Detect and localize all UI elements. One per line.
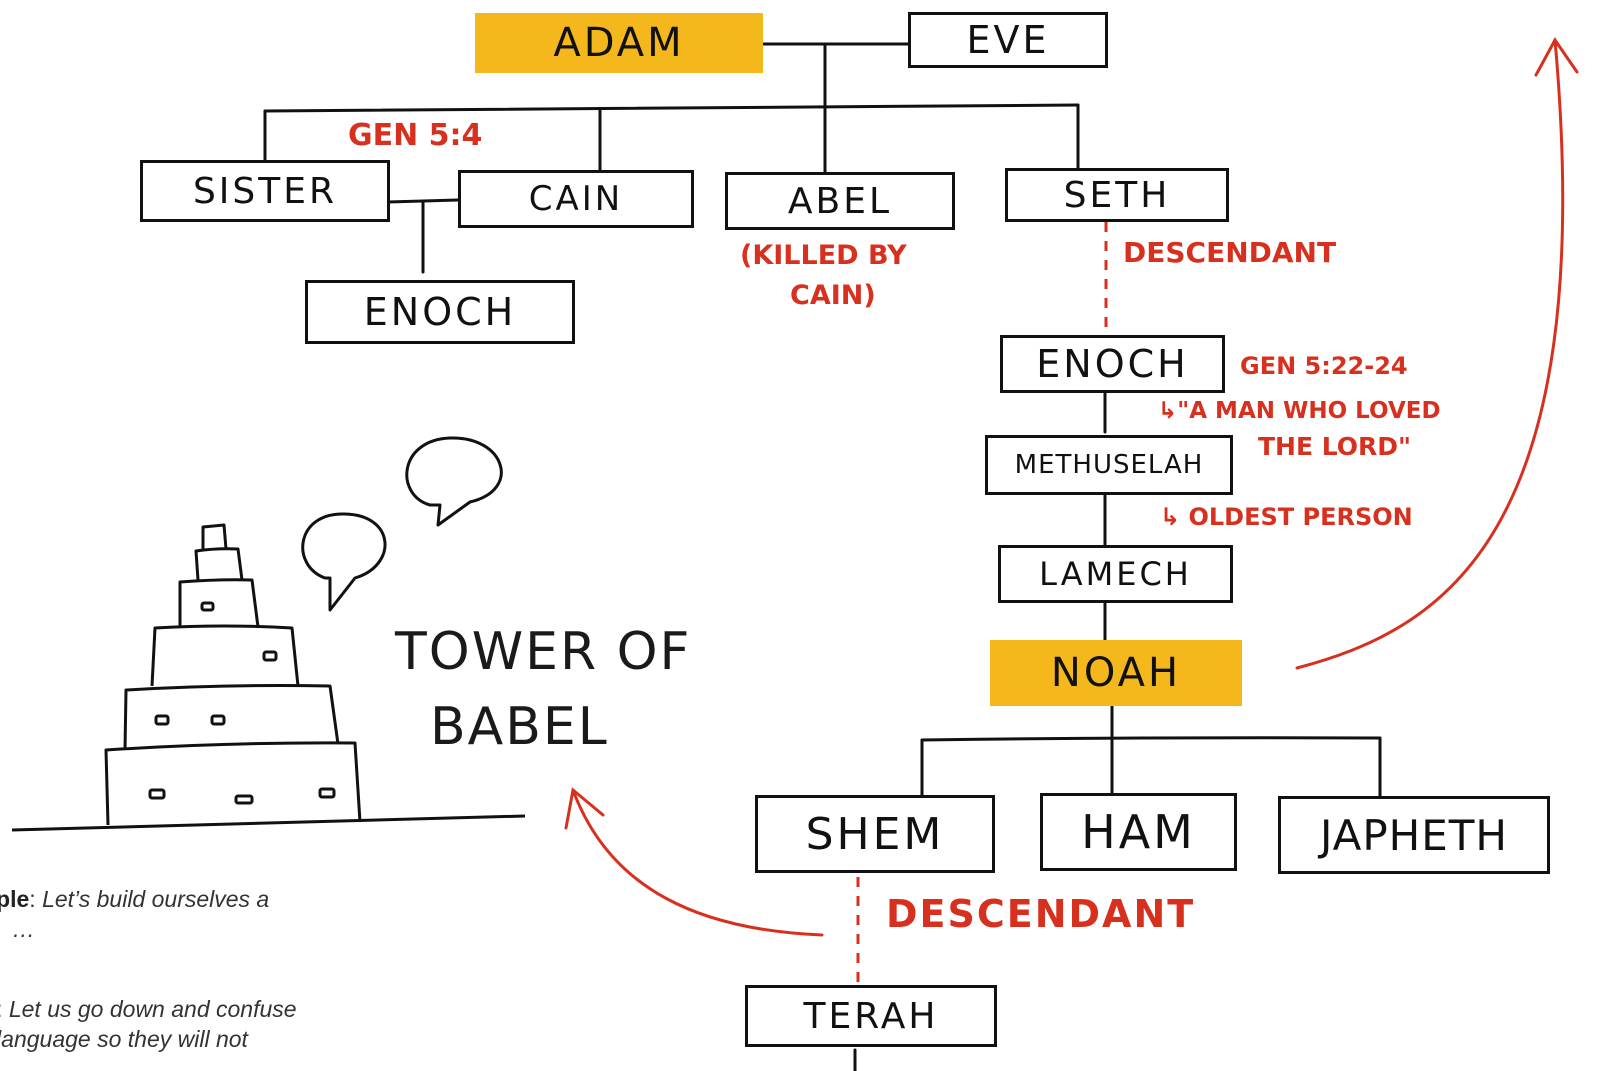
speech-bubble-icon	[405, 436, 503, 527]
annotation-descendant-shem: DESCENDANT	[886, 892, 1196, 936]
node-abel: ABEL	[725, 172, 955, 230]
node-sister: SISTER	[140, 160, 390, 222]
annotation-enoch-note-line1: ↳"A MAN WHO LOVED	[1158, 398, 1441, 424]
node-enoch-seth: ENOCH	[1000, 335, 1225, 393]
tower-label-line1: TOWER OF	[395, 622, 692, 682]
node-methuselah: METHUSELAH	[985, 435, 1233, 495]
dialogue-god-quote-line1: Let us go down and confuse	[8, 996, 297, 1022]
node-lamech: LAMECH	[998, 545, 1233, 603]
node-japheth: JAPHETH	[1278, 796, 1550, 874]
adam-children-bar	[263, 103, 1080, 113]
annotation-abel-killed-line2: CAIN)	[790, 280, 876, 311]
annotation-descendant-seth: DESCENDANT	[1123, 236, 1337, 269]
node-ham: HAM	[1040, 793, 1237, 871]
annotation-abel-killed-line1: (KILLED BY	[740, 240, 907, 271]
dialogue-people-speaker: ople	[0, 886, 30, 912]
node-terah: TERAH	[745, 985, 997, 1047]
dialogue-people-quote-line2: …	[12, 915, 35, 942]
node-noah: NOAH	[990, 640, 1242, 706]
dialogue-god-quote-line2: r language so they will not	[0, 1025, 248, 1052]
node-enoch-cain: ENOCH	[305, 280, 575, 344]
dialogue-people-quote-line1: Let’s build ourselves a	[42, 886, 270, 912]
tower-of-babel-drawing	[11, 523, 526, 832]
dialogue-god: d: Let us go down and confuse r language…	[0, 995, 402, 1055]
noah-to-adam-arrow	[1295, 38, 1565, 670]
annotation-gen-5-4: GEN 5:4	[348, 118, 483, 153]
annotation-enoch-note-line2: THE LORD"	[1258, 432, 1412, 461]
node-shem: SHEM	[755, 795, 995, 873]
annotation-gen-5-22-24: GEN 5:22-24	[1240, 352, 1408, 380]
speech-bubble-icon	[301, 512, 387, 612]
node-eve: EVE	[908, 12, 1108, 68]
dialogue-people: ople: Let’s build ourselves a …	[0, 885, 402, 945]
node-adam: ADAM	[475, 13, 763, 73]
annotation-methuselah-note: ↳ OLDEST PERSON	[1160, 503, 1413, 531]
shem-to-babel-arrow	[571, 788, 824, 937]
noah-children-bar	[920, 736, 1382, 742]
node-seth: SETH	[1005, 168, 1229, 222]
node-cain: CAIN	[458, 170, 694, 228]
tower-label-line2: BABEL	[430, 697, 609, 757]
